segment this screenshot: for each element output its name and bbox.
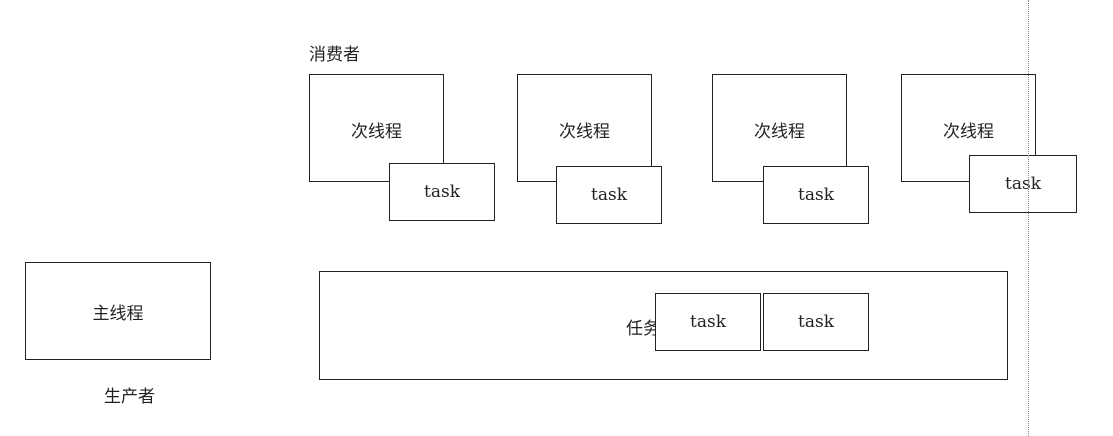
worker-task-box: task: [389, 163, 495, 221]
worker-thread-box: 次线程: [712, 74, 847, 182]
task-label: task: [798, 185, 834, 205]
queue-task-box: task: [655, 293, 761, 351]
consumer-label: 消费者: [309, 45, 360, 65]
task-label: task: [591, 185, 627, 205]
worker-task-box: task: [763, 166, 869, 224]
worker-thread-label: 次线程: [754, 122, 805, 142]
dotted-divider-line: [1028, 0, 1029, 436]
worker-task-box: task: [556, 166, 662, 224]
queue-task-box: task: [763, 293, 869, 351]
worker-thread-label: 次线程: [351, 122, 402, 142]
worker-thread-label: 次线程: [559, 122, 610, 142]
worker-thread-box: 次线程: [517, 74, 652, 182]
worker-thread-label: 次线程: [943, 122, 994, 142]
main-thread-box: 主线程: [25, 262, 211, 360]
task-label: task: [798, 312, 834, 332]
worker-task-box: task: [969, 155, 1077, 213]
task-label: task: [1005, 174, 1041, 194]
producer-label: 生产者: [104, 387, 155, 407]
task-label: task: [424, 182, 460, 202]
task-label: task: [690, 312, 726, 332]
worker-thread-box: 次线程: [309, 74, 444, 182]
task-queue-label: 任务: [626, 319, 660, 339]
main-thread-label: 主线程: [92, 303, 144, 324]
